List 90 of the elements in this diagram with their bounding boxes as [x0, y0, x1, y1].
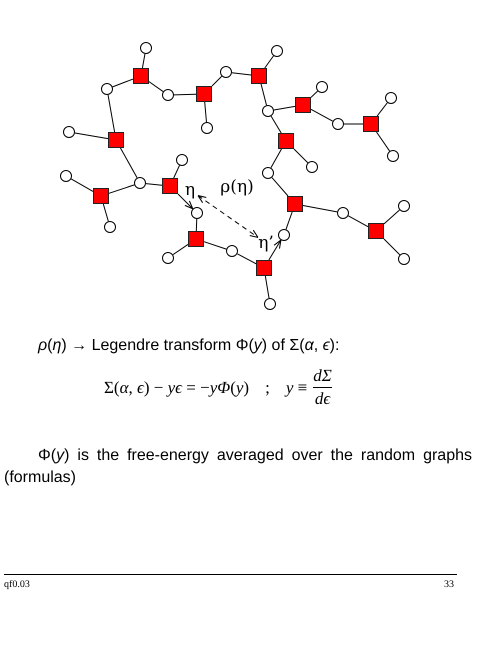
variable-node-circle — [262, 105, 274, 117]
graph-link — [270, 116, 282, 134]
variable-node-circle — [271, 45, 283, 57]
variable-node-circle — [201, 122, 213, 134]
graph-link — [196, 218, 198, 232]
arrow — [178, 194, 194, 210]
graph-link — [264, 55, 274, 68]
graph-link — [174, 94, 196, 96]
variable-node-circle — [385, 92, 397, 104]
graph-link — [286, 212, 293, 230]
statement-text: ρ(η) → Legendre transform Φ(y) of Σ(α, ϵ): — [38, 336, 340, 356]
variable-node-circle — [60, 170, 72, 182]
graph-link — [376, 132, 390, 152]
variable-node-circle — [176, 154, 188, 166]
graph-link — [74, 132, 108, 140]
factor-node-square — [133, 68, 149, 84]
graph-link — [148, 81, 164, 92]
graph-link — [112, 78, 134, 88]
graph-link — [270, 148, 282, 168]
graph-link — [108, 184, 135, 194]
variable-node-circle — [387, 150, 399, 162]
graph-link — [260, 84, 267, 106]
factor-node-square — [295, 97, 311, 113]
graph-link — [236, 253, 256, 264]
graph-link — [102, 204, 109, 222]
variable-node-circle — [63, 126, 75, 138]
variable-node-circle — [220, 66, 232, 78]
graph-link — [294, 148, 308, 164]
factor-node-square — [256, 260, 272, 276]
graph-link — [264, 276, 270, 299]
variable-node-circle — [140, 42, 152, 54]
graph-link — [376, 102, 388, 116]
paragraph-text: Φ(y) is the free-energy averaged over the random graphs (formulas) — [4, 446, 472, 488]
math-symbol: η’ — [258, 234, 274, 252]
graph-link — [204, 102, 207, 123]
arrow — [268, 240, 282, 260]
variable-node-circle — [278, 229, 290, 241]
graph-link — [70, 178, 94, 192]
arrow — [197, 195, 259, 238]
footer-text: qf0.03 — [4, 579, 30, 590]
factor-node-square — [278, 133, 294, 149]
variable-node-circle — [264, 298, 276, 310]
factor-node-square — [196, 86, 212, 102]
factor-node-square — [251, 68, 267, 84]
edge-label: ρ(η) — [220, 178, 254, 196]
equation-text: Σ(α, ϵ) − yϵ = −yΦ(y) — [104, 378, 250, 398]
variable-node-circle — [162, 89, 174, 101]
factor-node-square — [287, 196, 303, 212]
graph-link — [204, 241, 227, 250]
variable-node-circle — [104, 221, 116, 233]
graph-link — [348, 215, 368, 228]
graph-link — [384, 210, 400, 224]
graph-link — [310, 108, 334, 122]
page-number: 33 — [444, 579, 454, 590]
variable-node-circle — [191, 207, 203, 219]
denominator-text: dϵ — [314, 389, 330, 409]
graph-link — [273, 106, 296, 110]
numerator-text: dΣ — [313, 366, 332, 386]
graph-link — [310, 90, 318, 98]
math-symbol: η — [184, 181, 196, 199]
variable-node-circle — [337, 207, 349, 219]
factor-node-square — [368, 223, 384, 239]
variable-node-circle — [316, 81, 328, 93]
graph-link — [212, 76, 222, 86]
factor-node-square — [188, 231, 204, 247]
graph-link — [108, 94, 116, 132]
variable-node-circle — [101, 83, 113, 95]
factor-node-square — [93, 188, 109, 204]
factor-node-square — [162, 178, 178, 194]
graph-link — [120, 148, 138, 178]
equation-separator: ; — [265, 378, 270, 398]
equation-text: y ≡ — [286, 378, 308, 398]
factor-node-square — [363, 116, 379, 132]
graph-link — [172, 244, 188, 256]
graph-link — [173, 164, 180, 178]
factor-node-square — [108, 132, 124, 148]
variable-node-circle — [306, 161, 318, 173]
graph-link — [142, 53, 146, 68]
variable-node-circle — [226, 245, 238, 257]
variable-node-circle — [398, 200, 410, 212]
variable-node-circle — [332, 118, 344, 130]
graph-link — [145, 183, 162, 186]
graph-link — [271, 177, 289, 196]
graph-link — [231, 72, 252, 76]
graph-link — [302, 205, 338, 212]
variable-node-circle — [162, 252, 174, 264]
graph-link — [384, 238, 400, 256]
variable-node-circle — [134, 177, 146, 189]
variable-node-circle — [398, 253, 410, 265]
variable-node-circle — [262, 167, 274, 179]
